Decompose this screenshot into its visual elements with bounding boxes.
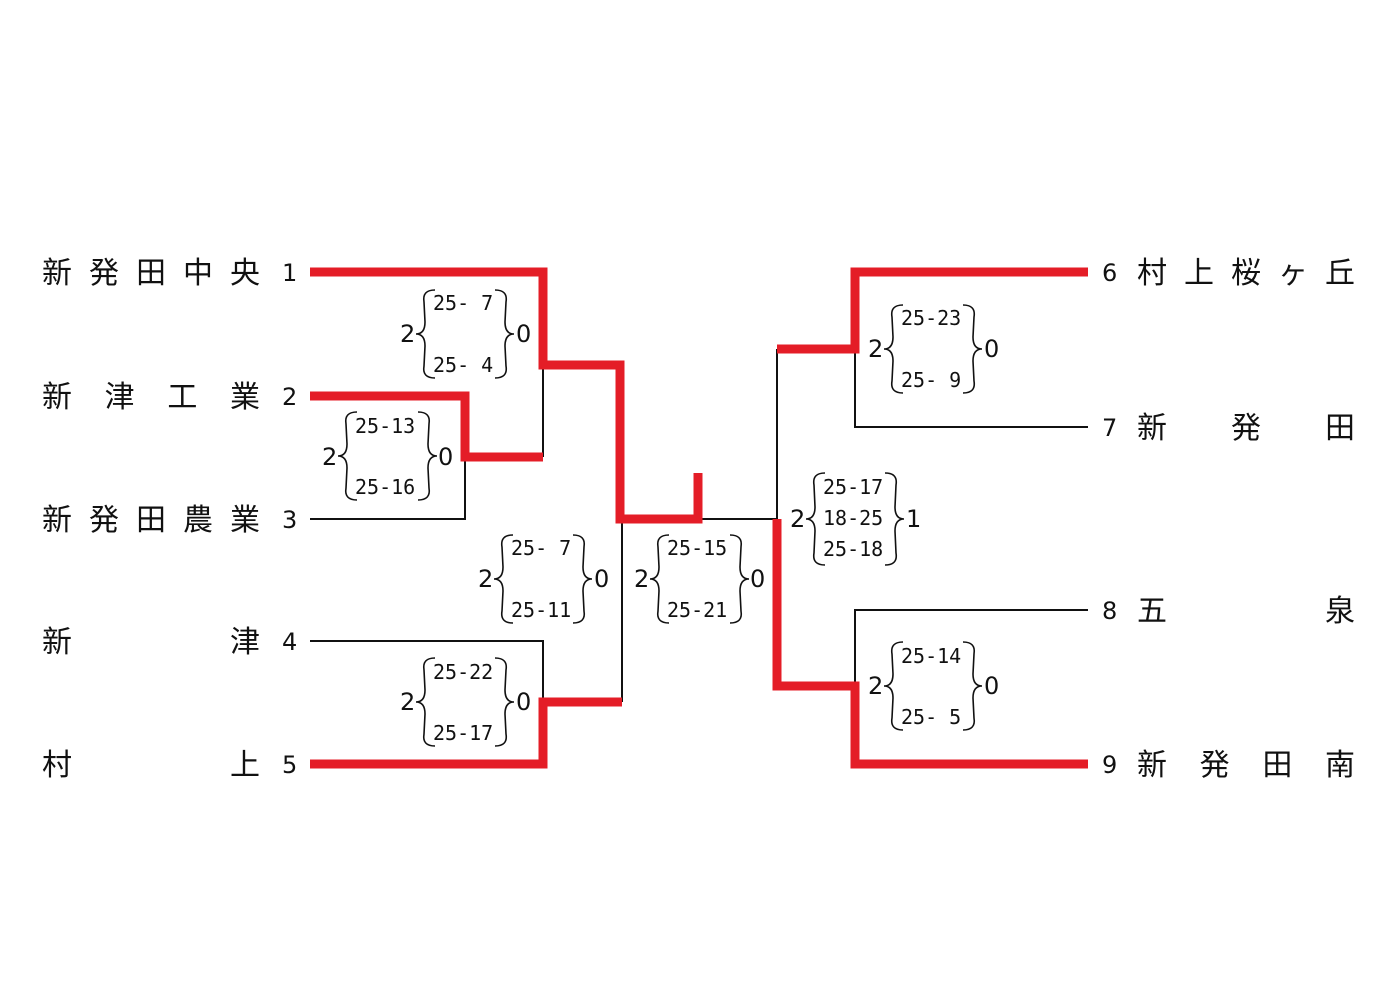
winner-set-count: 2 [634, 565, 649, 593]
match-score-block: 2 25-17 18-25 25-18 1 [790, 472, 921, 566]
set-score: 25-14 [901, 644, 961, 668]
winner-set-count: 2 [478, 565, 493, 593]
team-seed: 1 [282, 259, 297, 287]
team-name: 新津工業 [42, 380, 260, 415]
line-team-7 [854, 349, 1088, 428]
team-seed: 4 [282, 628, 297, 656]
win-path-team-2 [310, 391, 543, 462]
left-brace [415, 289, 436, 379]
team-name: 新発田南 [1137, 748, 1355, 783]
team-seed: 5 [282, 751, 297, 779]
loser-set-count: 0 [750, 565, 765, 593]
team-name: 五泉 [1137, 594, 1355, 629]
loser-set-count: 0 [594, 565, 609, 593]
winner-set-count: 2 [868, 672, 883, 700]
match-score-block: 2 25- 7 25-11 0 [478, 534, 609, 624]
left-brace [805, 472, 826, 566]
set-score: 25-17 [433, 721, 493, 745]
line-team-8 [854, 609, 1088, 686]
match-score-block: 2 25-23 25- 9 0 [868, 304, 999, 394]
set-score: 25-22 [433, 660, 493, 684]
loser-set-count: 1 [906, 505, 921, 533]
winner-set-count: 2 [322, 443, 337, 471]
match-score-block: 2 25-13 25-16 0 [322, 411, 453, 501]
set-score: 18-25 [823, 506, 883, 530]
winner-paths [310, 267, 1088, 769]
win-path-team-5 [310, 697, 622, 769]
loser-set-count: 0 [984, 672, 999, 700]
match-score-block: 2 25-22 25-17 0 [400, 657, 531, 747]
team-name: 新津 [42, 625, 260, 660]
set-score: 25-18 [823, 537, 883, 561]
set-score: 25-13 [355, 414, 415, 438]
win-path-team-6 [777, 267, 1088, 354]
right-brace [417, 411, 438, 501]
line-team-4 [310, 640, 544, 700]
set-score: 25-21 [667, 598, 727, 622]
set-score: 25- 7 [433, 291, 493, 315]
match-score-block: 2 25-14 25- 5 0 [868, 641, 999, 731]
loser-set-count: 0 [984, 335, 999, 363]
set-score: 25- 5 [901, 705, 961, 729]
left-brace [883, 304, 904, 394]
right-brace [572, 534, 593, 624]
left-brace [415, 657, 436, 747]
set-score: 25- 7 [511, 536, 571, 560]
winner-set-count: 2 [400, 688, 415, 716]
right-brace [884, 472, 905, 566]
loser-set-count: 0 [516, 688, 531, 716]
teams-left: 新発田中央 1 新津工業 2 新発田農業 3 新津 4 村上 5 [42, 256, 297, 783]
match-score-block: 2 25- 7 25- 4 0 [400, 289, 531, 379]
winner-set-count: 2 [400, 320, 415, 348]
team-seed: 9 [1102, 751, 1117, 779]
win-path-team-9 [772, 519, 1088, 769]
loser-set-count: 0 [438, 443, 453, 471]
set-score: 25-16 [355, 475, 415, 499]
right-brace [962, 641, 983, 731]
team-name: 村上 [42, 748, 260, 783]
loser-set-count: 0 [516, 320, 531, 348]
teams-right: 6 村上桜ヶ丘 7 新発田 8 五泉 9 新発田南 [1102, 256, 1355, 783]
match-score-block: 2 25-15 25-21 0 [634, 534, 765, 624]
right-brace [729, 534, 750, 624]
team-seed: 7 [1102, 414, 1117, 442]
team-name: 村上桜ヶ丘 [1137, 256, 1355, 291]
team-name: 新発田 [1137, 411, 1355, 446]
right-brace [494, 657, 515, 747]
team-seed: 3 [282, 506, 297, 534]
right-brace [494, 289, 515, 379]
team-seed: 8 [1102, 597, 1117, 625]
team-name: 新発田農業 [42, 503, 260, 538]
left-brace [883, 641, 904, 731]
line-team-3 [310, 460, 466, 520]
team-name: 新発田中央 [42, 256, 260, 291]
right-brace [962, 304, 983, 394]
left-brace [337, 411, 358, 501]
bracket-lines [310, 349, 1088, 702]
winner-set-count: 2 [868, 335, 883, 363]
set-score: 25- 4 [433, 353, 493, 377]
team-seed: 2 [282, 383, 297, 411]
left-brace [649, 534, 670, 624]
winner-set-count: 2 [790, 505, 805, 533]
left-brace [493, 534, 514, 624]
win-path-team-1 [310, 267, 703, 524]
set-score: 25-17 [823, 475, 883, 499]
set-score: 25-11 [511, 598, 571, 622]
team-seed: 6 [1102, 259, 1117, 287]
set-score: 25-23 [901, 306, 961, 330]
set-score: 25- 9 [901, 368, 961, 392]
set-score: 25-15 [667, 536, 727, 560]
